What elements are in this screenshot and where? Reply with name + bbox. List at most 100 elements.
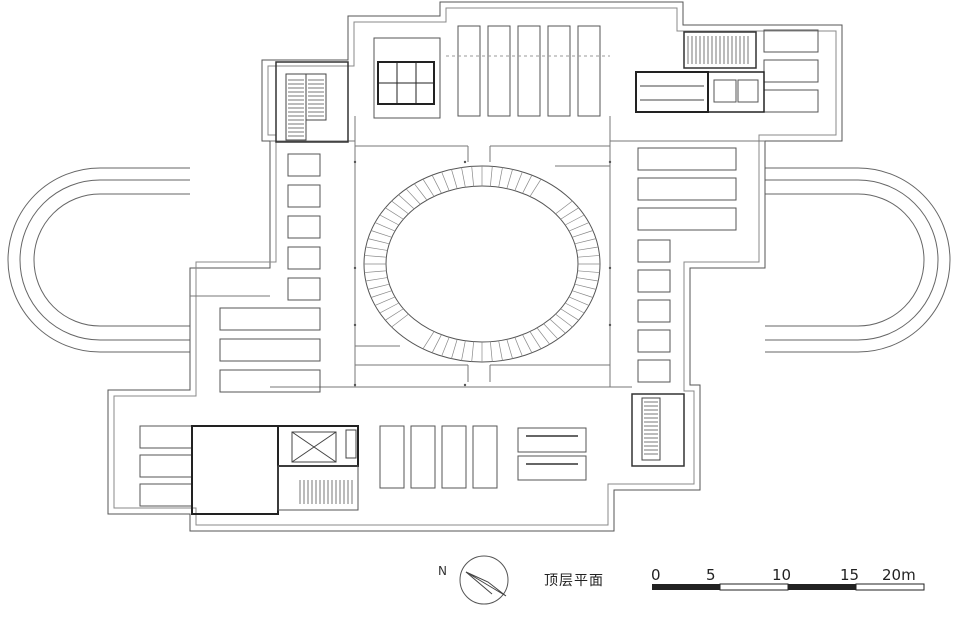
scale-label-5: 5 [706, 566, 716, 584]
scale-label-0: 0 [651, 566, 661, 584]
stair-tread [371, 290, 392, 298]
column-dot [608, 323, 612, 327]
bottom-right-stair [631, 393, 685, 467]
stair-tread [364, 270, 387, 273]
stair-tread [522, 334, 533, 353]
stair-tread [461, 340, 466, 361]
bottom-left-core [191, 425, 359, 515]
stair-tread [564, 214, 585, 226]
column-dot [463, 160, 467, 164]
stair-tread [385, 207, 404, 220]
stair-tread [568, 222, 590, 232]
right-outdoor-loop [765, 167, 951, 353]
stair-tread [560, 207, 579, 220]
shelf-unit [577, 25, 601, 117]
stair-tread [522, 175, 533, 194]
stair-tread [572, 290, 593, 298]
stair-tread [564, 302, 585, 314]
central-oval-stair [363, 165, 601, 363]
stair-tread [371, 230, 392, 238]
top-right-shelves [763, 29, 819, 113]
stair-tread [574, 283, 597, 290]
drawing-caption: 顶层平面 [544, 573, 604, 589]
stair-tread [471, 341, 474, 362]
structural-columns [353, 160, 612, 387]
scale-label-20m: 20m [882, 566, 916, 584]
stair-tread [555, 313, 573, 328]
shelf-unit [637, 359, 671, 383]
shelf-unit [517, 25, 541, 117]
shelf-unit [139, 483, 193, 507]
stair-tread [529, 178, 542, 197]
shelf-unit [287, 153, 321, 177]
shelf-unit [763, 29, 819, 53]
column-dot [608, 160, 612, 164]
stair-tread [555, 200, 573, 215]
shelf-unit [637, 147, 737, 171]
stair-tread [431, 175, 442, 194]
right-long-shelves [637, 147, 737, 231]
column-dot [608, 266, 612, 270]
stair-tread [367, 283, 390, 290]
stair-tread [374, 296, 396, 306]
left-long-shelves [219, 307, 321, 393]
shelf-unit [547, 25, 571, 117]
shelf-unit [379, 425, 405, 489]
stair-tread [422, 178, 435, 197]
stair-tread [576, 246, 599, 251]
shelf-unit [441, 425, 467, 489]
stair-tread [549, 318, 566, 334]
shelf-unit [219, 338, 321, 362]
stair-tread [574, 238, 597, 245]
shelf-unit [637, 177, 737, 201]
stair-tread [461, 167, 466, 188]
top-center-room [373, 37, 441, 119]
north-label: N [438, 564, 447, 578]
building-inner-outline [113, 7, 837, 526]
shelf-unit [637, 239, 671, 263]
shelf-unit [287, 184, 321, 208]
shelf-unit [219, 369, 321, 393]
shelf-unit [287, 277, 321, 301]
scale-bar: 0 5 10 15 20m [651, 566, 925, 591]
shelf-unit [287, 246, 321, 270]
stair-tread [365, 246, 388, 251]
scale-label-10: 10 [772, 566, 791, 584]
stair-tread [391, 200, 409, 215]
stair-tread [498, 340, 503, 361]
shelf-unit [763, 89, 819, 113]
stair-tread [374, 222, 396, 232]
stair-tread [431, 334, 442, 353]
stair-tread [405, 188, 421, 205]
north-arrow: N [438, 555, 509, 605]
bottom-left-shelves [139, 425, 193, 507]
shelf-unit [139, 425, 193, 449]
shelf-unit [410, 425, 436, 489]
stair-tread [365, 277, 388, 282]
stair-tread [506, 339, 513, 359]
shelf-unit [457, 25, 481, 117]
column-dot [463, 383, 467, 387]
stair-tread [367, 238, 390, 245]
stair-tread [577, 270, 600, 273]
stair-tread [422, 331, 435, 350]
stair-tread [506, 169, 513, 189]
shelf-unit [287, 215, 321, 239]
column-dot [353, 266, 357, 270]
stair-tread [568, 296, 590, 306]
stair-tread [414, 183, 428, 201]
shelf-unit [472, 425, 498, 489]
stair-tread [536, 327, 550, 345]
shelf-unit [637, 207, 737, 231]
stair-tread [379, 302, 400, 314]
building-outline [107, 1, 843, 532]
top-left-stair [275, 61, 349, 143]
column-dot [353, 323, 357, 327]
stair-tread [543, 323, 559, 340]
shelf-unit [637, 329, 671, 353]
shelf-unit [139, 454, 193, 478]
stair-tread [398, 194, 415, 210]
top-right-service-core [635, 31, 765, 113]
stair-tread [490, 341, 493, 362]
